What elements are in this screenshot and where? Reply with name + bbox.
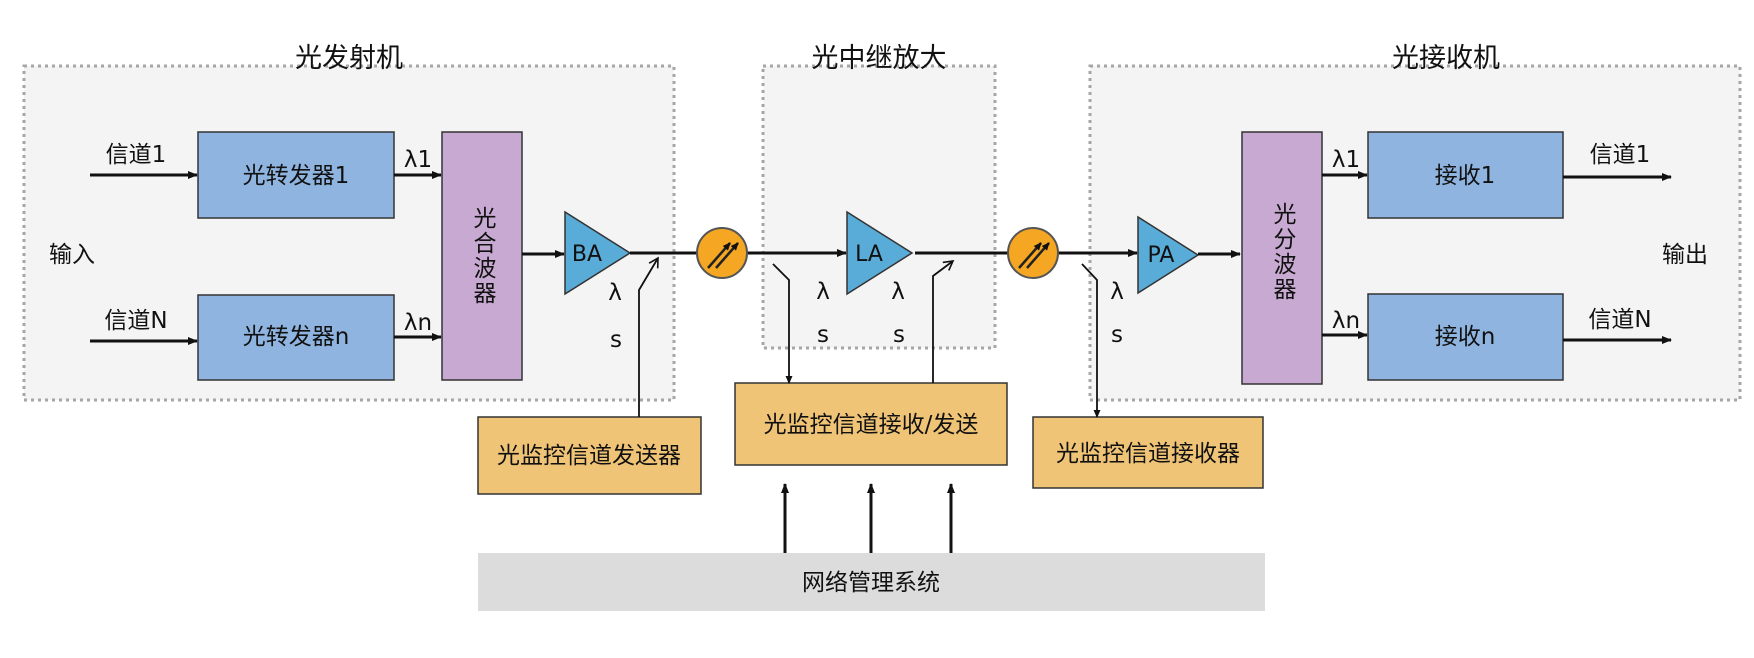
lambda1-rx-label: λ1 [1332, 147, 1360, 173]
lambda-s-4-label: λ [1110, 279, 1124, 305]
channel-n-input-label: 信道N [104, 308, 167, 334]
osc-receiver-box [1032, 416, 1264, 489]
s-1-label: s [610, 327, 622, 353]
osc-receiver-downlink [1081, 263, 1101, 418]
osc-transmitter-box [477, 416, 702, 495]
demultiplexer-box [1241, 131, 1323, 385]
osc-transmitter-uplink [638, 256, 659, 417]
lambdan-rx-label: λn [1332, 308, 1360, 334]
section-title-transmitter: 光发射机 [295, 43, 403, 74]
nms-box [478, 553, 1265, 611]
s-3-label: s [893, 322, 905, 348]
booster-amplifier-triangle [564, 210, 632, 296]
nms-label: 网络管理系统 [802, 570, 940, 596]
lambdan-tx-label: λn [404, 310, 432, 336]
receiver-1-label: 接收1 [1435, 163, 1496, 189]
section-title-repeater: 光中继放大 [812, 43, 947, 74]
line-amplifier-label: LA [855, 242, 883, 267]
lambda-s-1-label: λ [608, 280, 622, 306]
lambda-s-3-label: λ [891, 279, 905, 305]
demultiplexer-label: 光分波器 [1269, 202, 1297, 302]
transponder-n-box [197, 294, 395, 381]
s-4-label: s [1111, 322, 1123, 348]
booster-amplifier-label: BA [572, 242, 602, 267]
transponder-n-label: 光转发器n [243, 324, 350, 350]
osc-coupler-2-icon [1007, 227, 1059, 279]
section-title-receiver: 光接收机 [1392, 43, 1500, 74]
multiplexer-label: 光合波器 [469, 206, 497, 306]
osc-transmitter-label: 光监控信道发送器 [497, 443, 681, 469]
osc-coupler-1-icon [696, 227, 748, 279]
osc-receiver-label: 光监控信道接收器 [1056, 441, 1240, 467]
receiver-n-label: 接收n [1435, 324, 1496, 350]
pre-amplifier-triangle [1137, 215, 1200, 295]
line-amplifier-triangle [846, 210, 914, 296]
pre-amplifier-label: PA [1148, 243, 1175, 268]
input-label: 输入 [49, 242, 95, 268]
lambda-s-2-label: λ [816, 279, 830, 305]
transponder-1-label: 光转发器1 [243, 163, 350, 189]
repeater-frame [761, 64, 997, 350]
output-label: 输出 [1662, 242, 1708, 268]
multiplexer-box [441, 131, 523, 381]
channel-1-output-label: 信道1 [1590, 142, 1651, 168]
s-2-label: s [817, 322, 829, 348]
receiver-1-box [1367, 131, 1564, 219]
osc-transceiver-box [734, 382, 1008, 466]
osc-transceiver-downlink [772, 263, 793, 384]
osc-transceiver-label: 光监控信道接收/发送 [764, 412, 979, 438]
receiver-n-box [1367, 293, 1564, 381]
channel-n-output-label: 信道N [1588, 307, 1651, 333]
channel-1-input-label: 信道1 [106, 142, 167, 168]
lambda1-tx-label: λ1 [404, 147, 432, 173]
osc-transceiver-uplink [932, 260, 955, 383]
